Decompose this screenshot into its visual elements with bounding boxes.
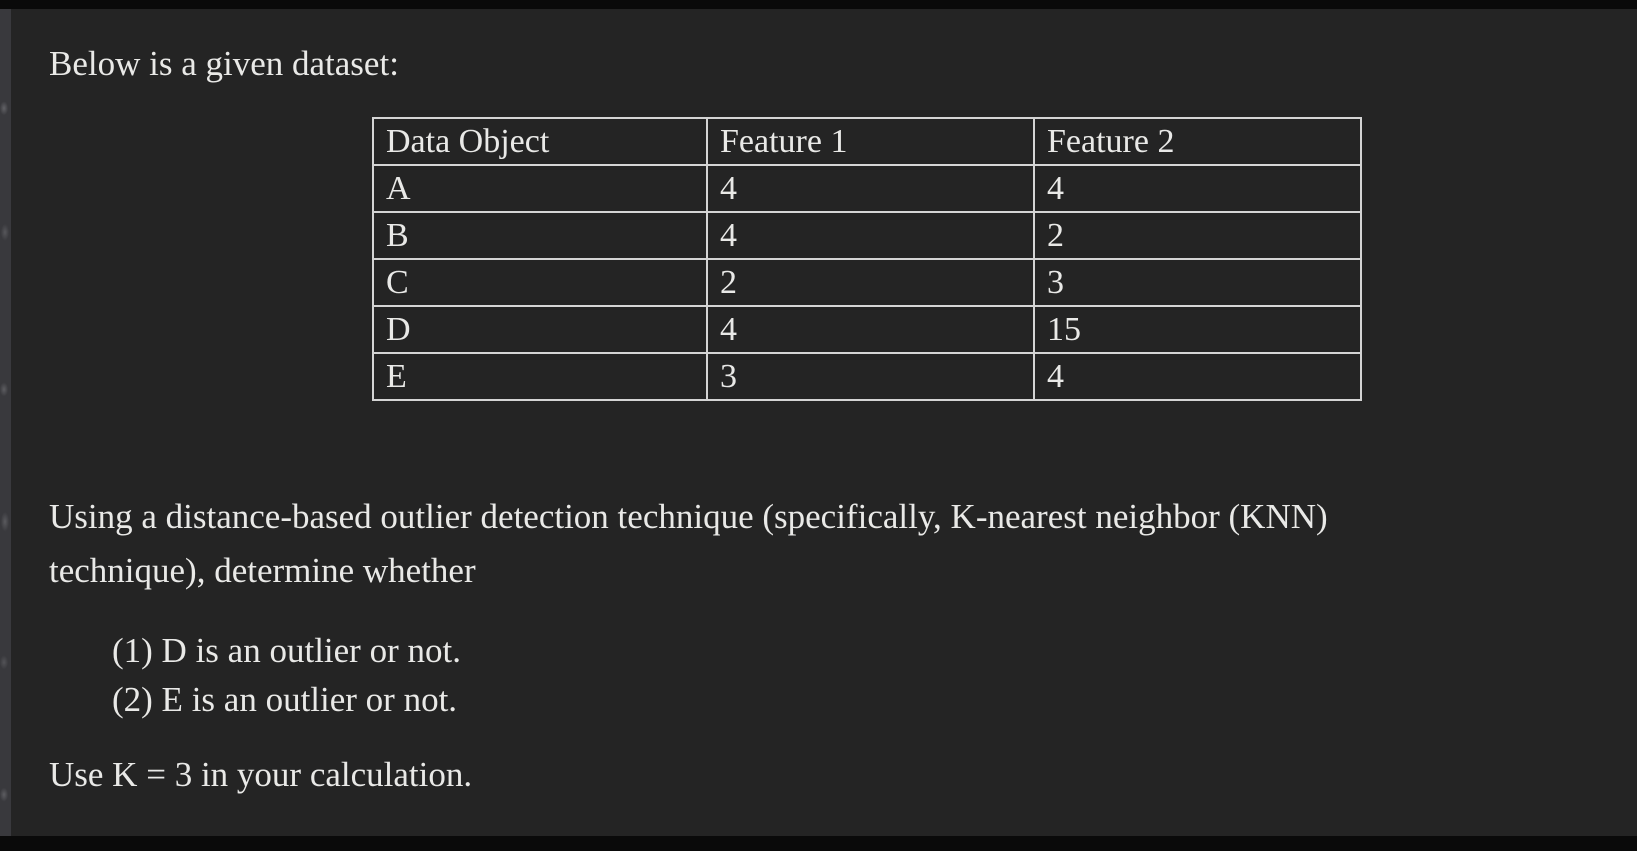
table-cell-feature2: 4: [1033, 164, 1362, 213]
table-header-data-object: Data Object: [372, 117, 708, 166]
table-row: D 4 15: [372, 305, 1362, 354]
table-cell-feature2: 4: [1033, 352, 1362, 401]
table-cell-object: D: [372, 305, 708, 354]
dataset-table: Data Object Feature 1 Feature 2 A 4 4 B …: [372, 117, 1362, 401]
left-edge-strip: [0, 9, 11, 836]
table-cell-object: E: [372, 352, 708, 401]
question-paragraph: Using a distance-based outlier detection…: [49, 497, 1328, 590]
top-edge-bar: [0, 0, 1637, 9]
table-cell-feature1: 3: [706, 352, 1035, 401]
table-cell-feature1: 4: [706, 164, 1035, 213]
table-cell-object: A: [372, 164, 708, 213]
intro-text: Below is a given dataset:: [49, 44, 399, 83]
table-cell-feature2: 3: [1033, 258, 1362, 307]
table-header-row: Data Object Feature 1 Feature 2: [372, 117, 1362, 166]
closing-text: Use K = 3 in your calculation.: [49, 755, 473, 794]
table-row: C 2 3: [372, 258, 1362, 307]
table-row: E 3 4: [372, 352, 1362, 401]
table-cell-object: C: [372, 258, 708, 307]
table-row: B 4 2: [372, 211, 1362, 260]
table-cell-feature2: 2: [1033, 211, 1362, 260]
table-header-feature-2: Feature 2: [1033, 117, 1362, 166]
bottom-edge-bar: [0, 836, 1637, 851]
table-row: A 4 4: [372, 164, 1362, 213]
table-header-feature-1: Feature 1: [706, 117, 1035, 166]
table-cell-feature2: 15: [1033, 305, 1362, 354]
question-item-1: (1) D is an outlier or not.: [112, 631, 461, 670]
table-cell-feature1: 4: [706, 305, 1035, 354]
table-cell-feature1: 2: [706, 258, 1035, 307]
question-item-2: (2) E is an outlier or not.: [112, 680, 458, 719]
table-cell-object: B: [372, 211, 708, 260]
table-cell-feature1: 4: [706, 211, 1035, 260]
question-list: (1) D is an outlier or not. (2) E is an …: [112, 626, 461, 724]
